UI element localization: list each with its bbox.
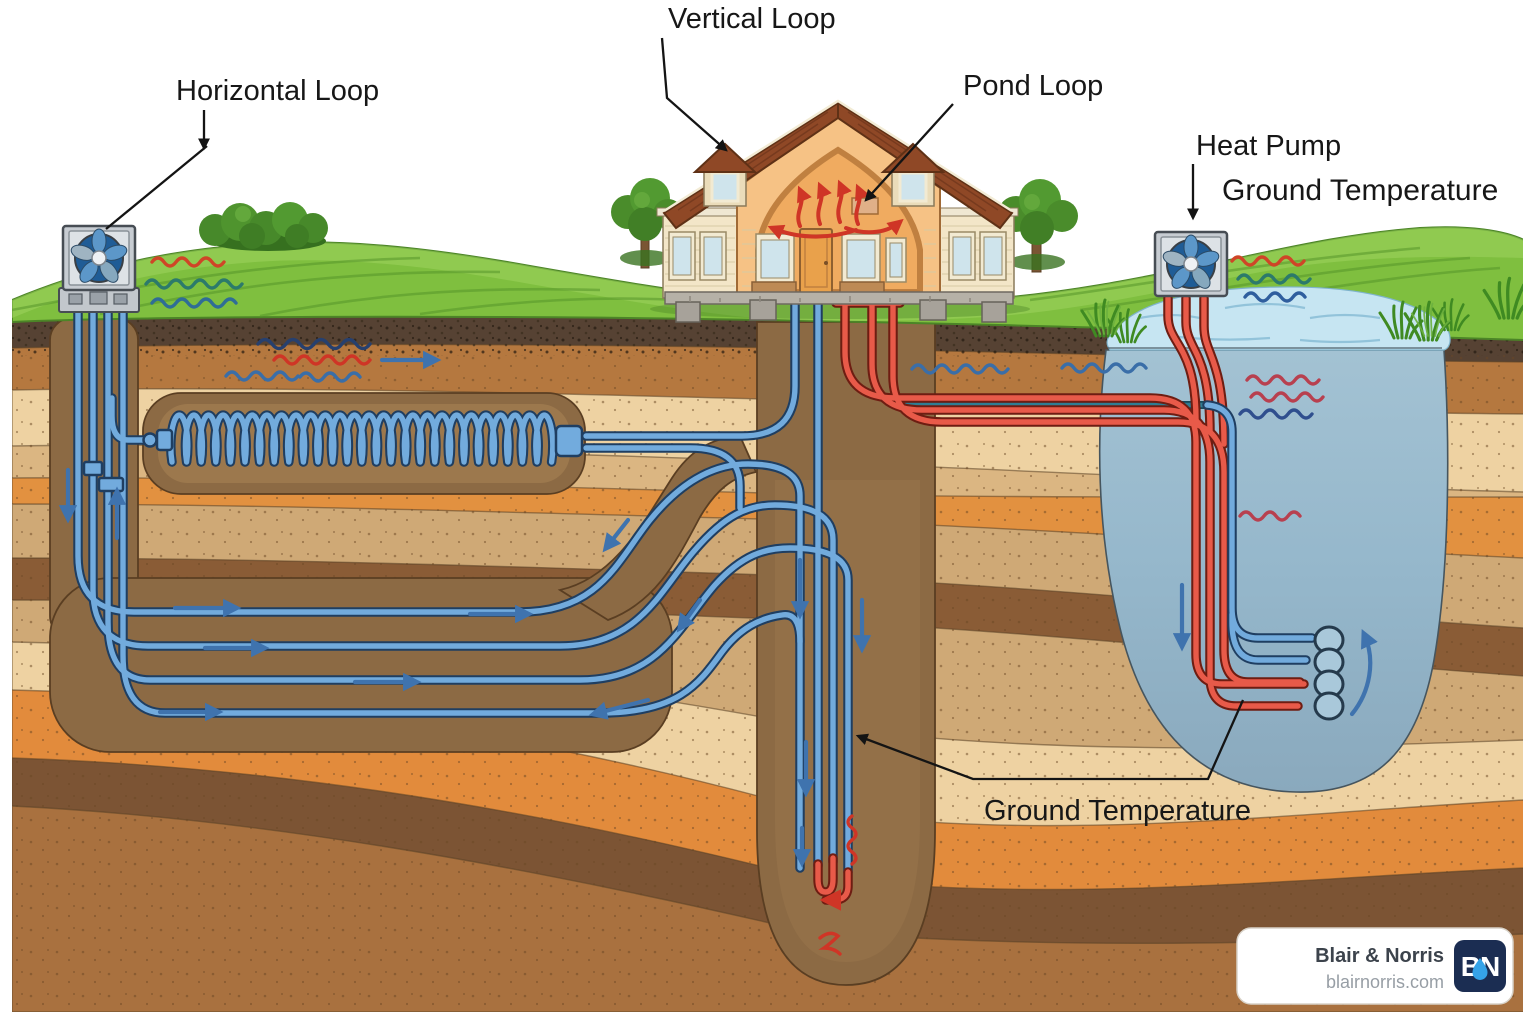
dormer-left <box>692 142 758 207</box>
water-droplet-icon <box>1472 958 1488 981</box>
label-heat-pump: Heat Pump <box>1196 130 1341 162</box>
labels: Horizontal Loop Vertical Loop Pond Loop … <box>105 3 1498 827</box>
label-ground-temperature-top: Ground Temperature <box>1222 174 1498 207</box>
flow-arrows <box>58 350 1378 868</box>
fan-icon <box>61 224 137 292</box>
interior-heat-arrows <box>767 179 904 240</box>
coil-inlet-knob <box>142 432 158 448</box>
vertical-loop-bottom <box>818 814 858 956</box>
bush-cluster <box>199 202 328 251</box>
pond-coil-ends <box>1313 625 1345 721</box>
foundation <box>664 291 1014 305</box>
heat-pump-left <box>58 224 140 313</box>
watermark-brand: Blair & Norris <box>1315 945 1444 967</box>
watermark-website: blairnorris.com <box>1326 972 1444 992</box>
watermark-card <box>1236 927 1514 1005</box>
label-vertical-loop: Vertical Loop <box>668 3 836 35</box>
temperature-squiggles <box>144 255 1325 522</box>
house <box>656 99 1019 323</box>
pond <box>1098 286 1451 793</box>
label-ground-temperature-bottom: Ground Temperature <box>984 795 1251 827</box>
label-horizontal-loop: Horizontal Loop <box>176 75 379 107</box>
heat-pump-right <box>1153 230 1229 298</box>
label-pond-loop: Pond Loop <box>963 70 1103 102</box>
watermark: Blair & Norris blairnorris.com BN <box>1236 927 1514 1005</box>
pond-underwater <box>1098 349 1449 793</box>
tree-left <box>611 178 683 269</box>
warm-pipes-pond-loop <box>836 298 1345 721</box>
wing-windows <box>668 231 1007 281</box>
coil-outlet-coupler <box>554 424 584 458</box>
